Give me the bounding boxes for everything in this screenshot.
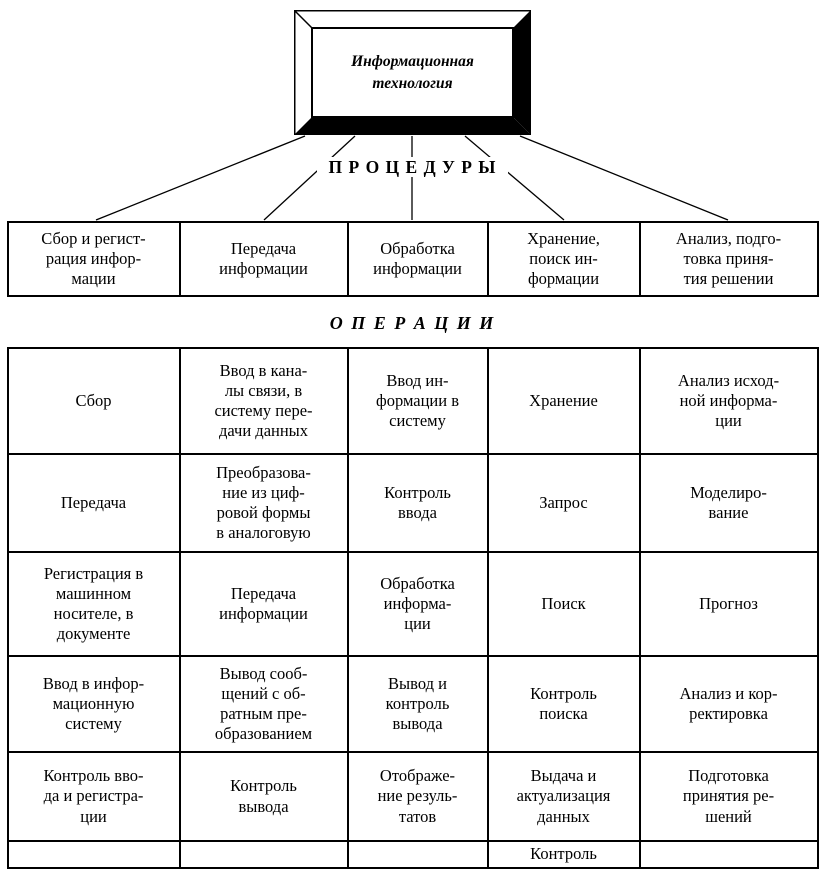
procedures-table: Сбор и регист- рация инфор- мации Переда… [6, 221, 819, 297]
operation-cell: Контроль [486, 840, 641, 869]
operation-cell: Преобразова- ние из циф- ровой формы в а… [178, 453, 349, 553]
procedure-cell: Обработка информации [346, 221, 489, 297]
procedure-cell: Сбор и регист- рация инфор- мации [6, 221, 181, 297]
operation-cell: Ввод ин- формации в систему [346, 347, 489, 455]
connector-lines-icon [95, 135, 729, 221]
operation-cell: Передача [6, 453, 181, 553]
operation-cell [346, 840, 489, 869]
operation-cell: Моделиро- вание [638, 453, 819, 553]
operation-cell: Сбор [6, 347, 181, 455]
operation-cell: Прогноз [638, 551, 819, 657]
operation-cell: Хранение [486, 347, 641, 455]
operation-cell: Вывод сооб- щений с об- ратным пре- обра… [178, 655, 349, 753]
operation-cell: Ввод в инфор- мационную систему [6, 655, 181, 753]
title-frame-3d-icon [294, 10, 531, 135]
procedures-fan: П Р О Ц Е Д У Р Ы [0, 135, 825, 221]
operation-cell: Вывод и контроль вывода [346, 655, 489, 753]
table-row: Контроль вво- да и регистра- ции Контрол… [6, 751, 819, 842]
operation-cell: Обработка информа- ции [346, 551, 489, 657]
operation-cell: Регистрация в машинном носителе, в докум… [6, 551, 181, 657]
operation-cell: Запрос [486, 453, 641, 553]
operation-cell: Ввод в кана- лы связи, в систему пере- д… [178, 347, 349, 455]
title-box-text: Информационная технология [351, 52, 474, 92]
operation-cell: Выдача и актуализация данных [486, 751, 641, 842]
operations-table: Сбор Ввод в кана- лы связи, в систему пе… [6, 347, 819, 869]
operation-cell: Анализ и кор- ректировка [638, 655, 819, 753]
operation-cell: Контроль вво- да и регистра- ции [6, 751, 181, 842]
table-row: Ввод в инфор- мационную систему Вывод со… [6, 655, 819, 753]
operation-cell: Передача информации [178, 551, 349, 657]
table-row: Контроль [6, 840, 819, 869]
title-box-wrap: Информационная технология [0, 0, 825, 135]
operation-cell [638, 840, 819, 869]
operation-cell: Подготовка принятия ре- шений [638, 751, 819, 842]
procedure-cell: Анализ, подго- товка приня- тия решении [638, 221, 819, 297]
title-box: Информационная технология [294, 10, 531, 135]
operation-cell: Отображе- ние резуль- татов [346, 751, 489, 842]
table-row: Передача Преобразова- ние из циф- ровой … [6, 453, 819, 553]
operation-cell [178, 840, 349, 869]
operation-cell [6, 840, 181, 869]
procedures-label: П Р О Ц Е Д У Р Ы [0, 157, 825, 178]
operation-cell: Поиск [486, 551, 641, 657]
table-row: Сбор Ввод в кана- лы связи, в систему пе… [6, 347, 819, 455]
procedure-cell: Хранение, поиск ин- формации [486, 221, 641, 297]
operation-cell: Анализ исход- ной информа- ции [638, 347, 819, 455]
operation-cell: Контроль поиска [486, 655, 641, 753]
operation-cell: Контроль вывода [178, 751, 349, 842]
procedure-cell: Передача информации [178, 221, 349, 297]
operations-label: О П Е Р А Ц И И [329, 313, 496, 333]
table-row: Регистрация в машинном носителе, в докум… [6, 551, 819, 657]
operation-cell: Контроль ввода [346, 453, 489, 553]
